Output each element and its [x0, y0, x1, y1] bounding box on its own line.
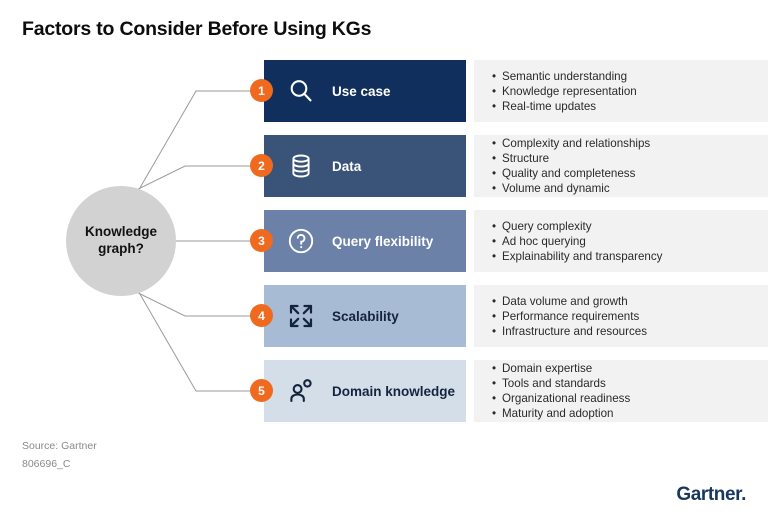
factor-bullets: Query complexity Ad hoc querying Explain…: [474, 210, 768, 272]
factor-bullets: Domain expertise Tools and standards Org…: [474, 360, 768, 422]
kg-node-line1: Knowledge: [84, 224, 157, 240]
bullet-item: Quality and completeness: [492, 166, 758, 181]
bullet-item: Data volume and growth: [492, 294, 758, 309]
database-icon: [286, 151, 316, 181]
knowledge-graph-node: Knowledge graph?: [66, 186, 176, 296]
bullet-item: Explainability and transparency: [492, 249, 758, 264]
factor-band[interactable]: Query flexibility: [264, 210, 466, 272]
bullet-item: Knowledge representation: [492, 84, 758, 99]
factor-band[interactable]: Domain knowledge: [264, 360, 466, 422]
person-expertise-icon: [286, 376, 316, 406]
question-circle-icon: [286, 226, 316, 256]
factor-number-badge: 3: [250, 229, 273, 252]
factor-number-badge: 5: [250, 379, 273, 402]
expand-arrows-icon: [286, 301, 316, 331]
connector-line-5: [136, 288, 256, 392]
factor-band[interactable]: Data: [264, 135, 466, 197]
factor-label: Data: [332, 158, 362, 174]
factor-row: Query flexibility 3 Query complexity Ad …: [250, 210, 768, 272]
factor-band[interactable]: Use case: [264, 60, 466, 122]
factor-bullets: Semantic understanding Knowledge represe…: [474, 60, 768, 122]
magnifier-icon: [286, 76, 316, 106]
bullet-item: Tools and standards: [492, 376, 758, 391]
bullet-item: Organizational readiness: [492, 391, 758, 406]
gartner-logo-text: Gartner: [676, 484, 742, 505]
gartner-logo: Gartner.: [676, 484, 746, 506]
gartner-logo-dot: .: [741, 484, 746, 505]
source-label: Source: Gartner: [22, 440, 97, 452]
factor-band[interactable]: Scalability: [264, 285, 466, 347]
factor-label: Use case: [332, 83, 391, 99]
connector-line-1: [136, 90, 256, 194]
bullet-item: Query complexity: [492, 219, 758, 234]
factor-label: Query flexibility: [332, 233, 434, 249]
bullet-item: Real-time updates: [492, 99, 758, 114]
factor-number-badge: 2: [250, 154, 273, 177]
bullet-item: Performance requirements: [492, 309, 758, 324]
bullet-item: Infrastructure and resources: [492, 324, 758, 339]
factor-number-badge: 1: [250, 79, 273, 102]
page-title: Factors to Consider Before Using KGs: [22, 18, 372, 40]
factor-row: Use case 1 Semantic understanding Knowle…: [250, 60, 768, 122]
bullet-item: Maturity and adoption: [492, 406, 758, 421]
bullet-item: Complexity and relationships: [492, 136, 758, 151]
factor-number-badge: 4: [250, 304, 273, 327]
kg-node-line2: graph?: [98, 241, 144, 256]
bullet-item: Volume and dynamic: [492, 181, 758, 196]
document-code: 806696_C: [22, 458, 71, 470]
factor-row: Scalability 4 Data volume and growth Per…: [250, 285, 768, 347]
factor-bullets: Complexity and relationships Structure Q…: [474, 135, 768, 197]
factor-label: Domain knowledge: [332, 383, 456, 399]
bullet-item: Domain expertise: [492, 361, 758, 376]
bullet-item: Ad hoc querying: [492, 234, 758, 249]
factor-row: Domain knowledge 5 Domain expertise Tool…: [250, 360, 768, 422]
factor-label: Scalability: [332, 308, 399, 324]
bullet-item: Structure: [492, 151, 758, 166]
factor-row: Data 2 Complexity and relationships Stru…: [250, 135, 768, 197]
factor-bullets: Data volume and growth Performance requi…: [474, 285, 768, 347]
bullet-item: Semantic understanding: [492, 69, 758, 84]
